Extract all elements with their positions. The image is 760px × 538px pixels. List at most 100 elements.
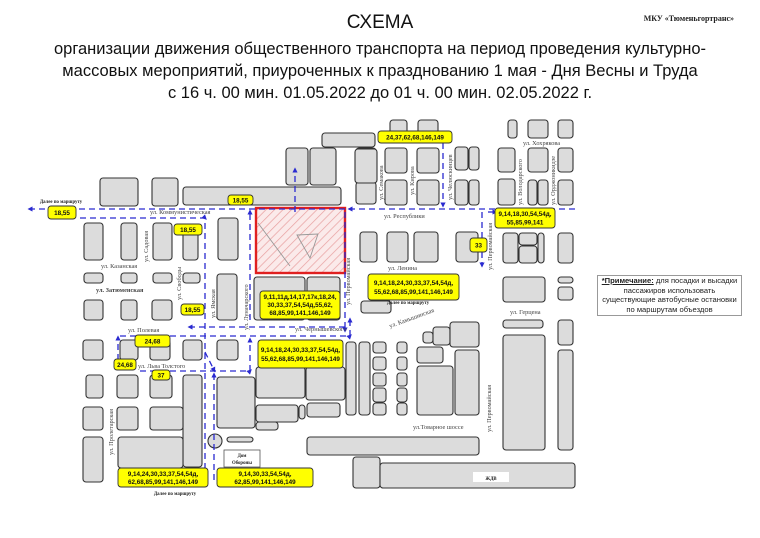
building (557, 119, 574, 139)
street-label: ул. Коммунистическая (150, 209, 211, 216)
building (116, 406, 139, 431)
building (255, 404, 299, 423)
building (306, 436, 480, 456)
building (468, 179, 480, 206)
building (255, 366, 306, 399)
building (151, 177, 179, 207)
svg-text:37: 37 (157, 373, 165, 380)
route-label: 9,14,18,30,54,54д,55,85,99,141 (494, 207, 556, 229)
svg-text:62,85,99,141,146,149: 62,85,99,141,146,149 (234, 479, 296, 486)
buildings-layer (82, 119, 576, 489)
scheme-period: с 16 ч. 00 мин. 01.05.2022 до 01 ч. 00 м… (167, 84, 593, 102)
svg-text:55,62,68,85,99,141,146,149: 55,62,68,85,99,141,146,149 (374, 289, 453, 296)
street-label: ул. Луначарского (243, 284, 250, 330)
street-label: ул. Первомайская (487, 223, 494, 270)
building (305, 366, 346, 401)
building (306, 402, 341, 418)
building (152, 272, 173, 284)
street-label: ул. Ленина (388, 265, 417, 272)
street-label: ул. Герцена (510, 309, 541, 316)
street-label: ул. Ямская (210, 289, 217, 318)
building (497, 147, 516, 173)
further-route-text: Далее по маршруту (387, 301, 430, 306)
note-box: *Примечание: для посадки и высадки пасса… (597, 275, 742, 316)
building (537, 179, 549, 206)
svg-text:9,14,18,24,30,33,37,54,54д,: 9,14,18,24,30,33,37,54,54д, (374, 280, 454, 287)
building (82, 406, 104, 431)
building (298, 404, 306, 420)
building (120, 222, 138, 261)
street-label: ул. Камышинская (388, 307, 435, 330)
svg-text:30,33,37,54,54д,55,62,: 30,33,37,54,54д,55,62, (267, 302, 333, 309)
building (413, 231, 439, 263)
building (396, 341, 408, 354)
building (85, 374, 104, 399)
svg-text:24,68: 24,68 (145, 339, 161, 346)
building (182, 339, 203, 361)
svg-text:9,11,11д,14,17,17к,18,24,: 9,11,11д,14,17,17к,18,24, (264, 294, 337, 301)
svg-text:33: 33 (475, 243, 483, 250)
svg-text:55,62,68,85,99,141,146,149: 55,62,68,85,99,141,146,149 (261, 356, 340, 363)
place-label: Дом (238, 454, 248, 459)
route-label: 9,14,24,30,33,37,54,54д,62,68,85,99,141,… (117, 467, 209, 488)
route-label: 18,55 (47, 205, 77, 220)
svg-text:24,37,62,68,146,149: 24,37,62,68,146,149 (386, 135, 444, 142)
building (416, 346, 444, 364)
building (99, 177, 139, 207)
detour-route-line (140, 337, 253, 375)
building (216, 376, 256, 429)
building (372, 372, 387, 387)
street-label: ул. Свободы (176, 266, 183, 300)
note-label: *Примечание: (601, 276, 654, 285)
street-label: ул. Садовая (143, 231, 150, 262)
svg-text:24,68: 24,68 (117, 362, 133, 369)
building (557, 147, 574, 173)
detour-route-line (120, 317, 353, 340)
building (309, 147, 337, 186)
building (372, 356, 387, 371)
building (518, 232, 538, 246)
dom-oborony-building (223, 449, 261, 468)
building (360, 300, 392, 314)
building (217, 217, 239, 261)
svg-text:9,14,24,30,33,37,54,54д,: 9,14,24,30,33,37,54,54д, (128, 471, 199, 478)
building (359, 231, 378, 263)
route-label: 9,14,18,24,30,33,37,54,54д,55,62,68,85,9… (257, 339, 344, 369)
building (384, 179, 408, 206)
building (182, 374, 203, 468)
building (83, 222, 104, 261)
building (83, 272, 104, 284)
street-label: ул. Полевая (128, 327, 159, 334)
route-label: 24,68 (113, 358, 137, 371)
route-label: 18,55 (227, 194, 254, 206)
street-label: ул. Первомайская (345, 258, 352, 305)
route-label: 37 (151, 369, 171, 381)
route-label: 24,37,62,68,146,149 (377, 130, 453, 144)
building (557, 232, 574, 264)
svg-text:68,85,99,141,146,149: 68,85,99,141,146,149 (269, 310, 331, 317)
building (372, 341, 387, 354)
building (82, 339, 104, 361)
building (358, 341, 371, 416)
building (255, 421, 279, 431)
svg-text:18,55: 18,55 (233, 198, 249, 205)
detour-routes (27, 143, 575, 483)
further-route-text: Далее по маршруту (40, 200, 83, 205)
route-label: 9,11,11д,14,17,17к,18,24,30,33,37,54,54д… (259, 290, 341, 320)
square-outline (257, 222, 319, 267)
building (120, 272, 138, 284)
street-label: ул. Челюскинцев (447, 154, 454, 200)
building (454, 146, 469, 171)
building (345, 341, 357, 416)
building (557, 179, 574, 206)
street-label: ул. Хохрякова (523, 140, 560, 147)
building (422, 331, 434, 344)
building (449, 321, 480, 348)
building (216, 273, 238, 321)
street-label: ул. Орджоникидзе (550, 156, 557, 205)
detour-route-line (80, 214, 208, 483)
building (497, 178, 516, 206)
svg-text:9,14,30,33,54,54д,: 9,14,30,33,54,54д, (238, 471, 291, 478)
street-label: ул.Товарное шоссе (413, 424, 464, 431)
